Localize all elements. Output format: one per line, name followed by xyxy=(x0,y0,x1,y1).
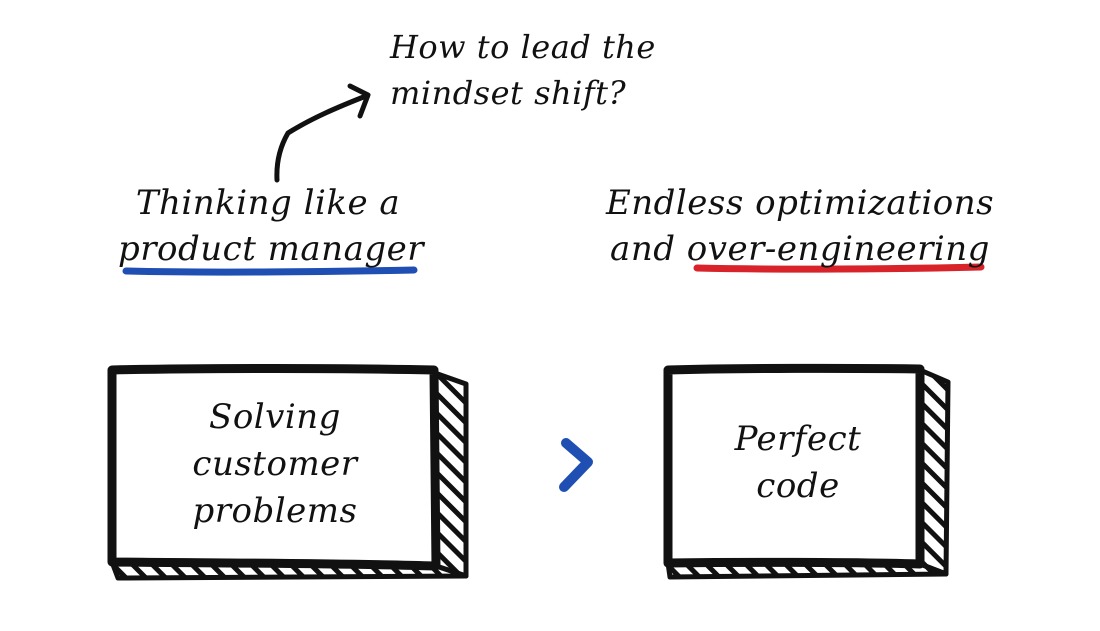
left-box-text: Solving customer problems xyxy=(120,394,430,535)
right-box-frame xyxy=(663,363,951,580)
left-box-frame xyxy=(107,364,469,581)
product-manager-underline xyxy=(122,266,418,276)
right-label-line-2: and over-engineering xyxy=(600,226,1000,272)
right-box-line-1: Perfect xyxy=(734,419,862,459)
right-label-prefix: and xyxy=(610,229,687,269)
question-text: How to lead the mindset shift? xyxy=(390,24,656,116)
right-label: Endless optimizations and over-engineeri… xyxy=(600,180,1000,272)
arrow-to-question-icon xyxy=(274,83,371,183)
greater-than-icon xyxy=(559,438,593,492)
right-label-emphasis: over-engineering xyxy=(686,229,990,269)
left-box-line-3: problems xyxy=(192,491,358,531)
question-line-2: mindset shift? xyxy=(390,74,627,112)
question-line-1: How to lead the xyxy=(390,28,656,66)
left-box-line-2: customer xyxy=(192,444,358,484)
right-box-text: Perfect code xyxy=(676,416,920,510)
right-label-line-1: Endless optimizations xyxy=(605,183,995,223)
left-label: Thinking like a product manager xyxy=(118,180,424,272)
left-label-line-1: Thinking like a xyxy=(135,183,401,223)
left-box-line-1: Solving xyxy=(209,397,341,437)
over-engineering-underline xyxy=(693,263,985,273)
left-label-line-2: product manager xyxy=(118,229,424,269)
right-box-line-2: code xyxy=(756,466,840,506)
